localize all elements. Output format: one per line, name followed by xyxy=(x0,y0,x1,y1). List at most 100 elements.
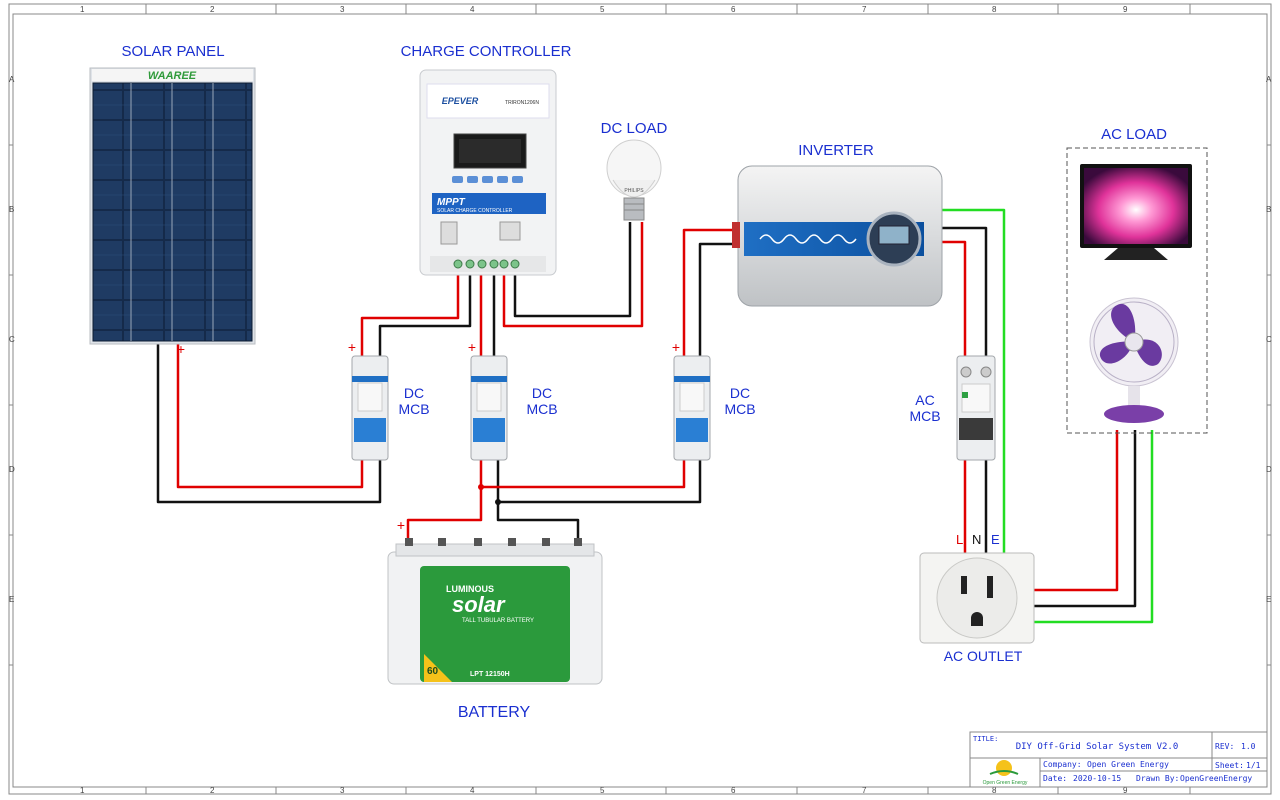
panel-brand: WAAREE xyxy=(148,70,197,82)
row-b: B xyxy=(9,205,14,214)
sheet-value: 1/1 xyxy=(1246,761,1261,770)
label-charge-controller: CHARGE CONTROLLER xyxy=(401,43,572,60)
mcb1-plus-sign: + xyxy=(348,339,356,355)
label-dc-mcb-1-mcb: MCB xyxy=(398,401,429,417)
wire-load-positive xyxy=(502,222,644,328)
row-d-right: D xyxy=(1266,465,1272,474)
col-8-bottom: 8 xyxy=(992,786,997,795)
wire-panel-negative xyxy=(156,340,382,504)
controller-mppt: MPPT xyxy=(437,197,466,208)
label-dc-load: DC LOAD xyxy=(601,120,668,137)
row-c: C xyxy=(9,335,15,344)
mcb2-plus-sign: + xyxy=(468,339,476,355)
col-1: 1 xyxy=(80,5,85,14)
battery-brand: LUMINOUS xyxy=(446,584,494,594)
label-line: L xyxy=(956,532,963,547)
wire-load-earth xyxy=(1034,430,1154,624)
rev-value: 1.0 xyxy=(1241,742,1256,751)
wire-load-neutral xyxy=(1034,430,1137,608)
date-label: Date: xyxy=(1043,774,1067,783)
label-ac-mcb-mcb: MCB xyxy=(909,408,940,424)
row-e: E xyxy=(9,595,14,604)
col-2-bottom: 2 xyxy=(210,786,215,795)
wire-ac-earth xyxy=(940,208,1006,553)
col-5-bottom: 5 xyxy=(600,786,605,795)
solar-panel: WAAREE xyxy=(89,67,256,345)
wire-mcb1-positive xyxy=(360,272,460,356)
battery-sub: TALL TUBULAR BATTERY xyxy=(462,618,534,624)
label-dc-mcb-2-mcb: MCB xyxy=(526,401,557,417)
row-e-right: E xyxy=(1266,595,1271,604)
ac-outlet xyxy=(919,552,1035,644)
title-label: TITLE: xyxy=(973,735,998,743)
dc-mcb-2 xyxy=(470,355,508,461)
wires xyxy=(156,208,1154,624)
battery-name: solar xyxy=(452,592,506,617)
wire-ac-line xyxy=(940,240,967,362)
wire-battery-positive xyxy=(406,458,483,540)
row-a: A xyxy=(9,75,15,84)
wire-mcb1-negative xyxy=(378,272,472,356)
controller-brand: EPEVER xyxy=(442,96,479,106)
sheet-label: Sheet: xyxy=(1215,761,1244,770)
col-4-bottom: 4 xyxy=(470,786,475,795)
row-c-right: C xyxy=(1266,335,1272,344)
col-7: 7 xyxy=(862,5,867,14)
controller-model: TRIRON1206N xyxy=(505,100,539,106)
col-2: 2 xyxy=(210,5,215,14)
company-label: Company: xyxy=(1043,760,1082,769)
col-6: 6 xyxy=(731,5,736,14)
ac-load xyxy=(1066,147,1208,434)
col-3-bottom: 3 xyxy=(340,786,345,795)
col-1-bottom: 1 xyxy=(80,786,85,795)
wire-load-line xyxy=(1034,430,1119,592)
col-3: 3 xyxy=(340,5,345,14)
company-value: Open Green Energy xyxy=(1087,760,1169,769)
drawn-value: OpenGreenEnergy xyxy=(1180,774,1252,783)
col-9-bottom: 9 xyxy=(1123,786,1128,795)
wire-inv-negative xyxy=(698,242,738,356)
charge-controller: EPEVER TRIRON1206N MPPT SOLAR CHARGE CON… xyxy=(419,69,557,276)
inverter xyxy=(732,165,943,307)
wire-load-negative xyxy=(513,222,632,318)
label-dc-mcb-3-dc: DC xyxy=(730,385,750,401)
col-6-bottom: 6 xyxy=(731,786,736,795)
title-block xyxy=(969,731,1268,788)
ac-mcb xyxy=(956,355,996,461)
label-ac-load: AC LOAD xyxy=(1101,126,1167,143)
row-d: D xyxy=(9,465,15,474)
col-9: 9 xyxy=(1123,5,1128,14)
col-5: 5 xyxy=(600,5,605,14)
col-4: 4 xyxy=(470,5,475,14)
label-dc-mcb-3-mcb: MCB xyxy=(724,401,755,417)
wire-bus-positive xyxy=(481,458,686,489)
dc-mcb-1 xyxy=(351,355,389,461)
wire-ac-neutral xyxy=(940,226,988,362)
mcb3-plus-sign: + xyxy=(672,339,680,355)
drawing-frame: 1 2 3 4 5 6 7 8 9 1 2 3 4 5 6 7 8 9 A B … xyxy=(8,3,1272,795)
label-solar-panel: SOLAR PANEL xyxy=(121,43,224,60)
label-battery: BATTERY xyxy=(458,704,531,721)
dc-load-bulb: PHILIPS xyxy=(606,139,662,221)
label-dc-mcb-1-dc: DC xyxy=(404,385,424,401)
label-inverter: INVERTER xyxy=(798,142,874,159)
panel-plus-sign: + xyxy=(177,341,185,357)
label-ac-mcb-ac: AC xyxy=(915,392,934,408)
battery: LUMINOUS solar TALL TUBULAR BATTERY 60 L… xyxy=(387,538,603,685)
row-a-right: A xyxy=(1266,75,1272,84)
dc-mcb-3 xyxy=(673,355,711,461)
label-neutral: N xyxy=(972,532,981,547)
battery-warranty: 60 xyxy=(427,666,439,677)
title-value: DIY Off-Grid Solar System V2.0 xyxy=(1016,742,1179,752)
label-ac-outlet: AC OUTLET xyxy=(944,648,1023,664)
wire-inv-positive xyxy=(682,228,738,356)
wire-panel-positive xyxy=(176,342,364,489)
col-8: 8 xyxy=(992,5,997,14)
controller-mppt-sub: SOLAR CHARGE CONTROLLER xyxy=(437,208,513,214)
label-earth: E xyxy=(991,532,1000,547)
rev-label: REV: xyxy=(1215,742,1234,751)
col-7-bottom: 7 xyxy=(862,786,867,795)
bulb-brand: PHILIPS xyxy=(624,188,644,194)
date-value: 2020-10-15 xyxy=(1073,774,1121,783)
